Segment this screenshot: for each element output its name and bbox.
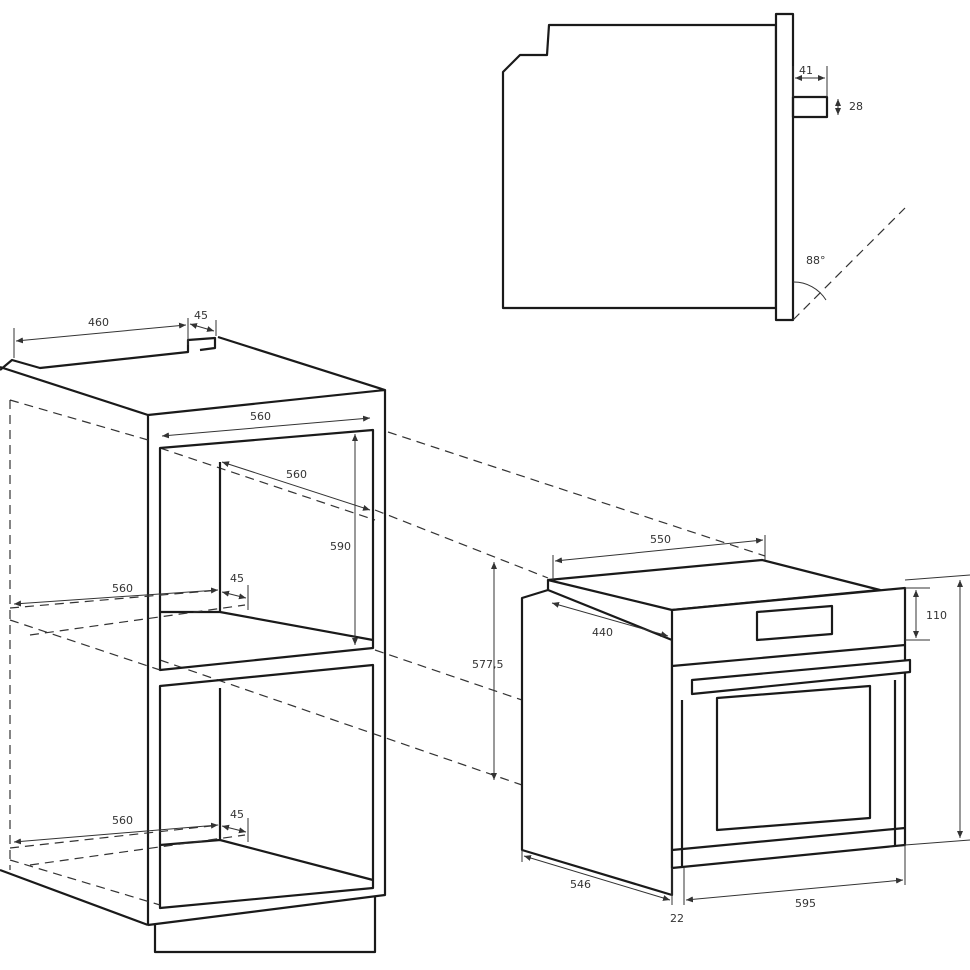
dim-upper-height: 590 [330,540,351,553]
dim-top-width: 550 [650,533,671,546]
dim-front-width: 595 [795,897,816,910]
dim-door-thickness: 22 [670,912,684,925]
dim-middle-shelf-depth: 560 [112,582,133,595]
door-window [715,684,872,832]
dim-side-depth: 440 [592,626,613,639]
dim-body-height: 577,5 [472,658,504,671]
display [755,604,834,642]
door-handle [690,658,912,696]
dim-bottom-shelf-gap: 45 [230,808,244,821]
dim-handle-height: 28 [849,100,863,113]
handle-profile [791,95,829,119]
dim-upper-depth: 560 [286,468,307,481]
oven-side-view: 41 28 88° [501,12,906,322]
dim-total-depth: 546 [570,878,591,891]
cabinet: 460 45 560 560 590 560 45 560 45 [0,309,387,954]
dim-top-gap: 45 [194,309,208,322]
dim-bottom-shelf-depth: 560 [112,814,133,827]
dim-door-angle: 88° [806,254,826,267]
dim-top-depth: 460 [88,316,109,329]
dim-middle-shelf-gap: 45 [230,572,244,585]
dim-panel-height: 110 [926,609,947,622]
oven: 550 440 577,5 110 546 22 595 [472,533,970,925]
dim-front-width: 560 [250,410,271,423]
dim-handle-depth: 41 [799,64,813,77]
